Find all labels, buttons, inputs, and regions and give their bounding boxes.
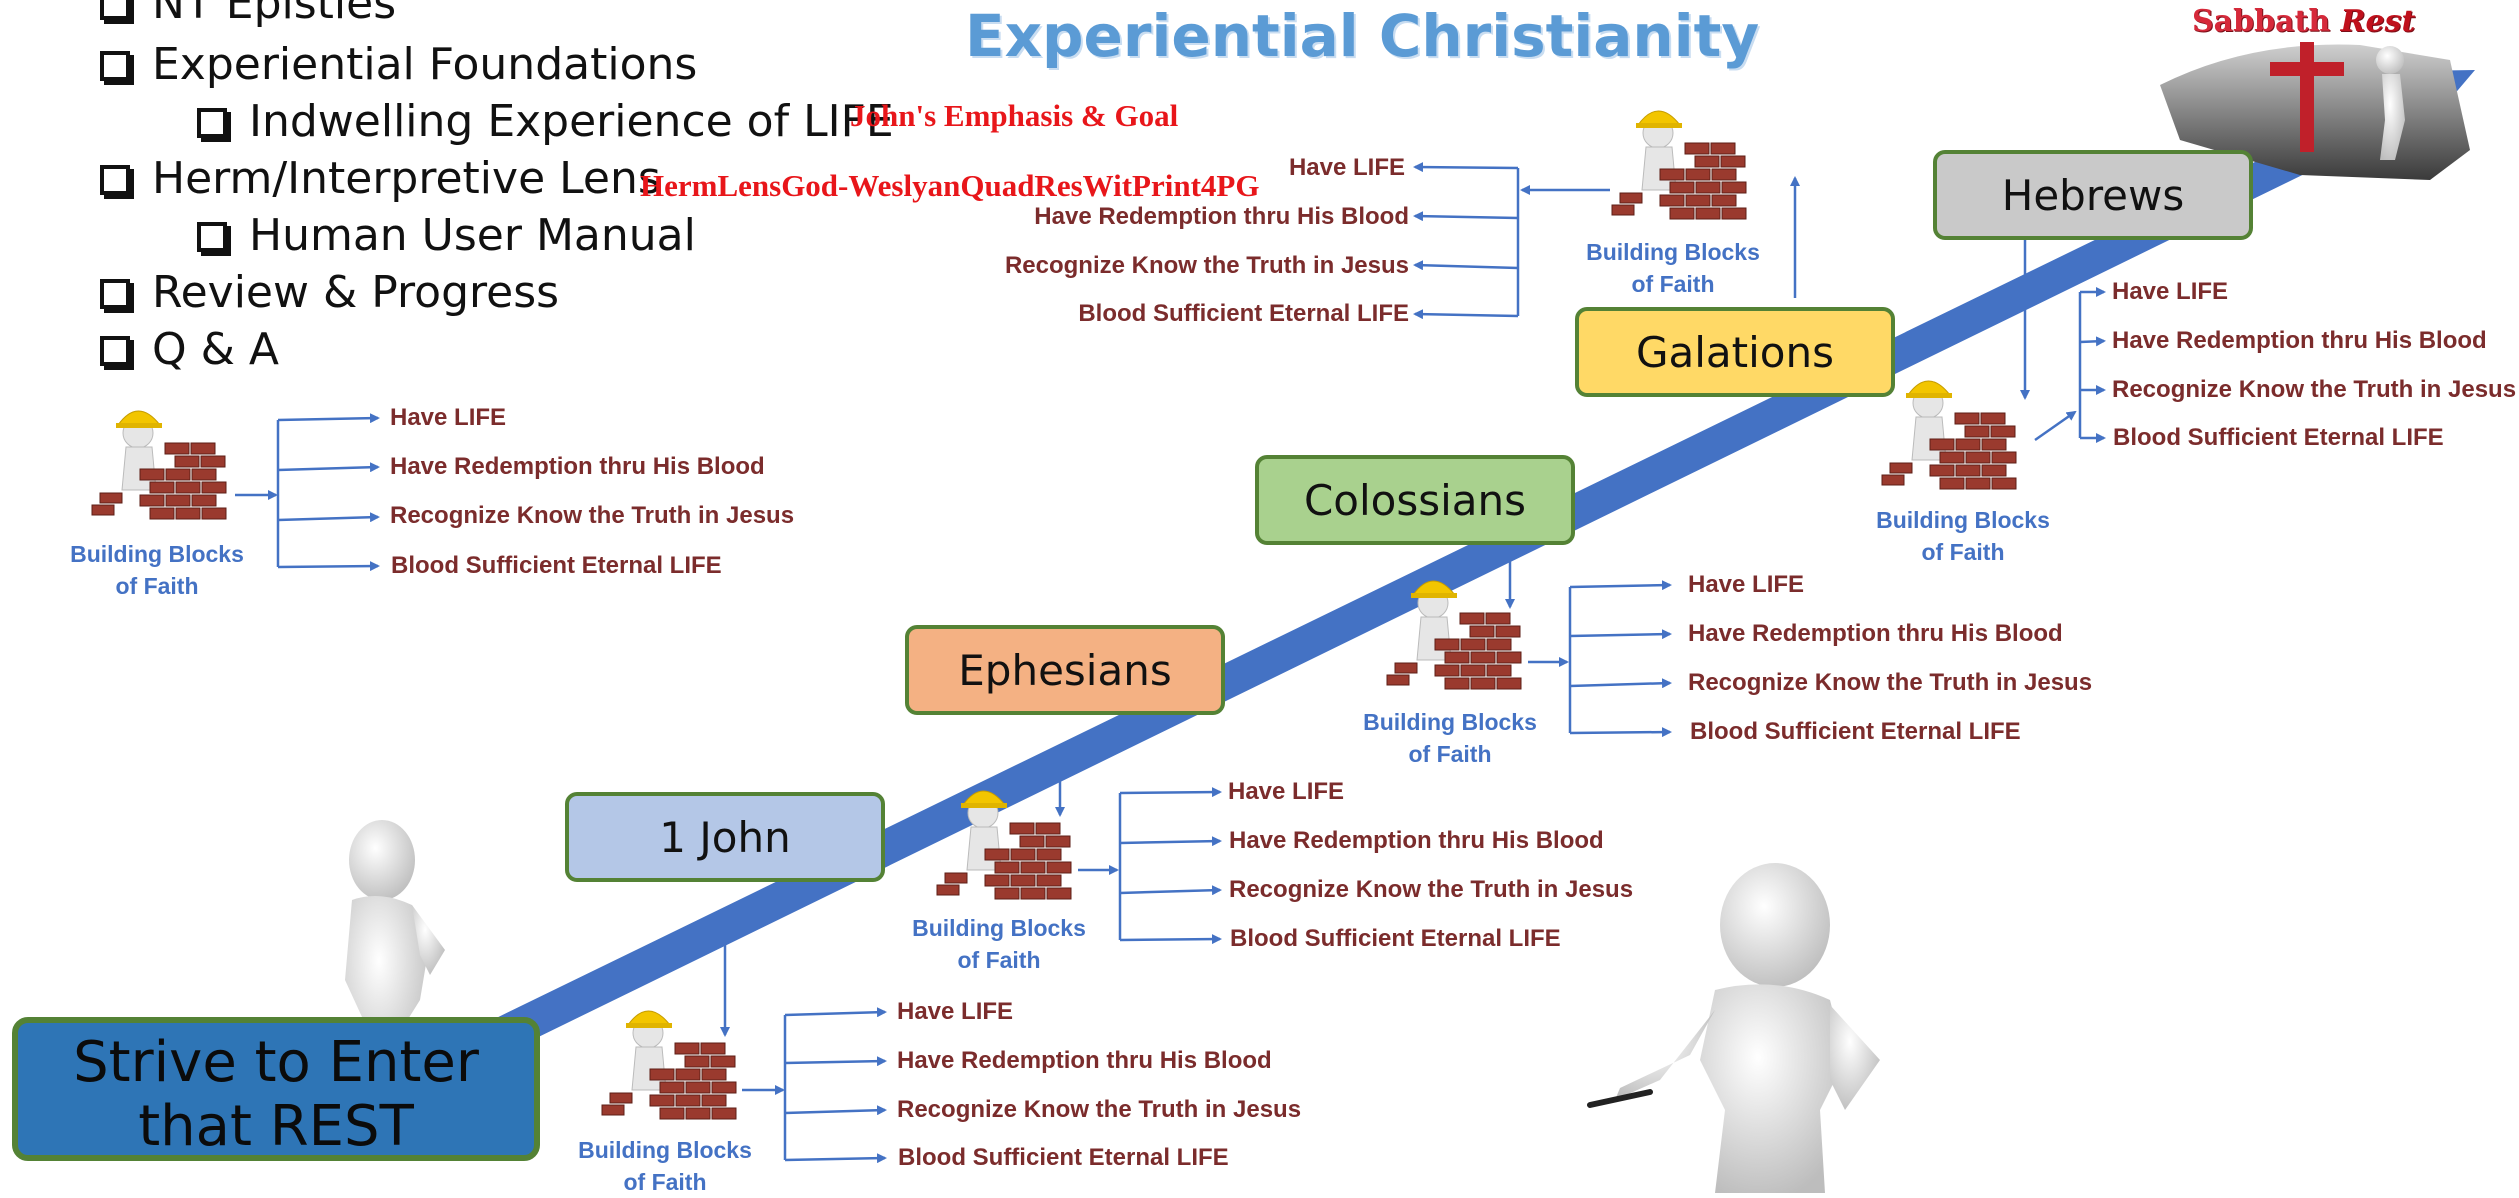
builder-with-brick-wall-icon: [1881, 380, 2017, 490]
outline-item-qa: Q & A: [100, 328, 279, 372]
item-have-redemption: Have Redemption thru His Blood: [2112, 327, 2487, 354]
item-have-life: Have LIFE: [1228, 778, 1345, 805]
item-blood-sufficient: Blood Sufficient Eternal LIFE: [2113, 424, 2444, 451]
item-have-life: Have LIFE: [2112, 278, 2229, 305]
connector-group-1: [235, 413, 380, 572]
book-box-hebrews: Hebrews: [1933, 150, 2253, 240]
connector-group-colossians: [1505, 545, 1672, 738]
connector-group-john1: [720, 912, 887, 1164]
connector-group-hebrews: [2020, 240, 2106, 443]
item-blood-sufficient: Blood Sufficient Eternal LIFE: [391, 552, 722, 579]
item-blood-sufficient: Blood Sufficient Eternal LIFE: [898, 1144, 1229, 1171]
page-title: Experiential Christianity: [965, 2, 1760, 70]
item-have-life: Have LIFE: [390, 404, 507, 431]
outline-item-experiential-foundations: Experiential Foundations: [100, 43, 697, 87]
item-recognize-truth: Recognize Know the Truth in Jesus: [390, 502, 795, 529]
note-johns-emphasis[interactable]: John's Emphasis & Goal: [850, 98, 1179, 133]
book-box-1-john: 1 John: [565, 792, 885, 882]
progress-arrow: [410, 70, 2475, 1090]
item-blood-sufficient: Blood Sufficient Eternal LIFE: [1078, 300, 1409, 327]
item-have-life: Have LIFE: [1288, 154, 1405, 181]
item-recognize-truth: Recognize Know the Truth in Jesus: [2112, 376, 2517, 403]
outline-item-nt-epistles: NT Epistles: [100, 0, 396, 26]
strive-to-enter-box: Strive to Enter that REST: [12, 1017, 540, 1161]
builder-with-brick-wall-icon: [601, 1010, 737, 1120]
book-box-galations: Galations: [1575, 307, 1895, 397]
connector-group-ephesians: [1055, 760, 1222, 945]
checkbox-icon: [100, 279, 130, 309]
builder-with-brick-wall-icon: [1386, 580, 1522, 690]
checkbox-icon: [100, 336, 130, 366]
book-box-ephesians: Ephesians: [905, 625, 1225, 715]
item-recognize-truth: Recognize Know the Truth in Jesus: [897, 1096, 1302, 1123]
checkbox-icon: [100, 165, 130, 195]
connector-group-galations: [1413, 162, 1800, 320]
item-have-redemption: Have Redemption thru His Blood: [1034, 203, 1409, 230]
outline-item-herm-lens: Herm/Interpretive Lens: [100, 157, 661, 201]
item-recognize-truth: Recognize Know the Truth in Jesus: [1004, 252, 1409, 279]
item-have-redemption: Have Redemption thru His Blood: [1688, 620, 2063, 647]
book-box-colossians: Colossians: [1255, 455, 1575, 545]
checkbox-icon: [197, 222, 227, 252]
item-blood-sufficient: Blood Sufficient Eternal LIFE: [1230, 925, 1561, 952]
item-have-life: Have LIFE: [897, 998, 1014, 1025]
builder-with-brick-wall-icon: [1611, 110, 1747, 220]
builder-with-brick-wall-icon: [91, 410, 227, 520]
item-recognize-truth: Recognize Know the Truth in Jesus: [1229, 876, 1634, 903]
outline-item-review-progress: Review & Progress: [100, 271, 559, 315]
item-have-redemption: Have Redemption thru His Blood: [390, 453, 765, 480]
item-recognize-truth: Recognize Know the Truth in Jesus: [1688, 669, 2093, 696]
outline-item-indwelling-experience: Indwelling Experience of LIFE: [197, 100, 894, 144]
item-have-redemption: Have Redemption thru His Blood: [897, 1047, 1272, 1074]
sabbath-rest-label: Sabbath Rest: [2192, 4, 2416, 39]
builder-with-brick-wall-icon: [936, 790, 1072, 900]
item-have-life: Have LIFE: [1688, 571, 1805, 598]
note-herm-lens-link[interactable]: HermLensGod-WeslyanQuadResWitPrint4PG: [640, 168, 1260, 203]
checkbox-icon: [100, 0, 130, 20]
outline-item-human-user-manual: Human User Manual: [197, 214, 696, 258]
checkbox-icon: [100, 51, 130, 81]
sabbath-cliff-graphic: [2160, 42, 2470, 180]
item-have-redemption: Have Redemption thru His Blood: [1229, 827, 1604, 854]
checkbox-icon: [197, 108, 227, 138]
stick-figure-pointer-icon: [1587, 863, 1880, 1193]
cross-icon: [2300, 42, 2314, 152]
item-blood-sufficient: Blood Sufficient Eternal LIFE: [1690, 718, 2021, 745]
